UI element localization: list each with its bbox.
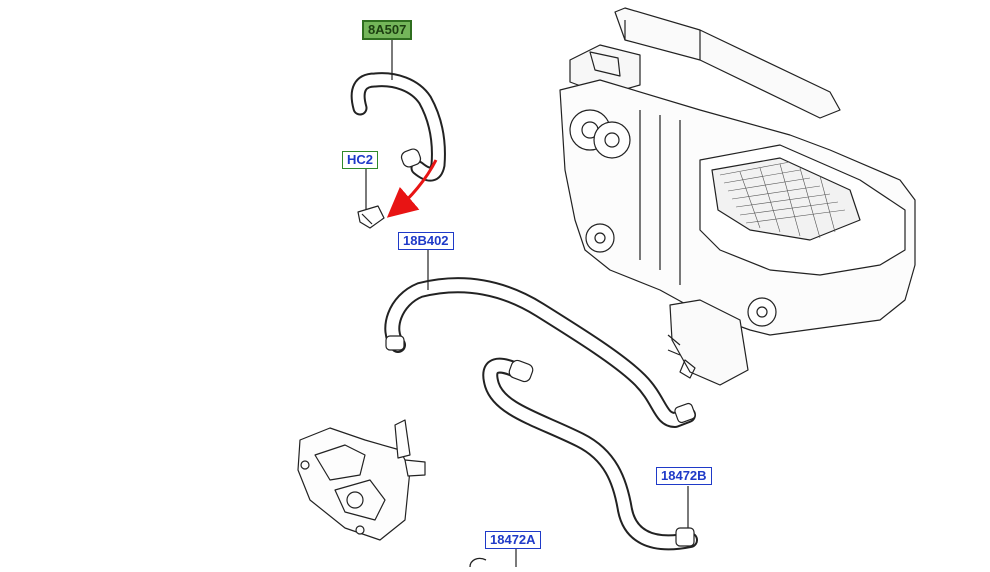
heater-control-valve	[297, 419, 426, 541]
callout-8a507[interactable]: 8A507	[362, 20, 413, 40]
callout-18472a[interactable]: 18472A	[485, 531, 541, 549]
hose-18b402	[384, 277, 696, 428]
leader-lines	[365, 38, 689, 567]
callout-hc2[interactable]: HC2	[342, 151, 379, 169]
hose-18472a-end	[469, 557, 487, 568]
red-indicator-arrow	[386, 159, 438, 218]
callout-18472b[interactable]: 18472B	[656, 467, 712, 485]
hose-clamp-hc2	[357, 205, 385, 229]
hose-18472b	[482, 357, 698, 551]
hose-8a507	[350, 72, 446, 182]
callout-18b402[interactable]: 18B402	[398, 232, 454, 250]
hvac-housing	[559, 7, 916, 386]
